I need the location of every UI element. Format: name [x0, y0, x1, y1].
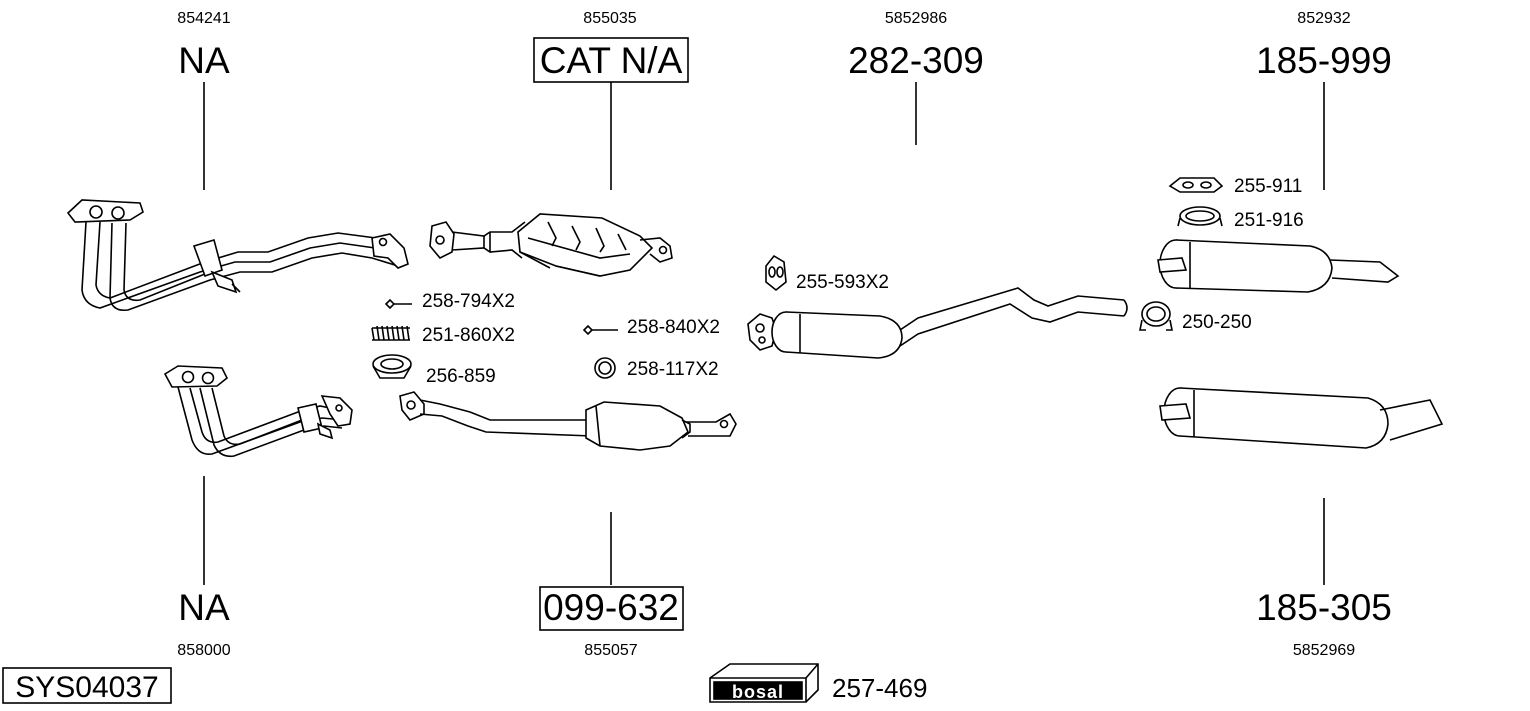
label-clamp-a: 251-916: [1234, 210, 1304, 231]
bolt-b-drawing: [582, 324, 618, 336]
label-gasket: 258-117X2: [627, 359, 719, 380]
spring-drawing: [371, 325, 410, 341]
rubber-mount-drawing: [765, 254, 787, 292]
ref-852932: 852932: [1297, 10, 1350, 27]
catalyst-bottom-drawing: [399, 391, 737, 451]
label-hanger: 255-911: [1234, 176, 1302, 197]
label-middle-silencer: 282-309: [848, 40, 984, 81]
bolt-a-drawing: [384, 298, 412, 310]
ring-drawing: [372, 354, 412, 379]
manifold-top-drawing: [66, 199, 409, 312]
ref-858000: 858000: [177, 642, 230, 659]
label-box-cat-bottom: [539, 586, 684, 631]
manifold-bottom-drawing: [163, 365, 353, 458]
rear-silencer-top-drawing: [1157, 239, 1400, 293]
middle-silencer-drawing: [747, 287, 1128, 359]
label-ring: 256-859: [426, 366, 496, 387]
system-id-box: [2, 667, 172, 704]
ref-5852986: 5852986: [885, 10, 947, 27]
label-rear-silencer-top: 185-999: [1256, 40, 1392, 81]
label-manifold-top: NA: [178, 40, 230, 81]
system-id: SYS04037: [15, 671, 158, 704]
bosal-logo-text: bosal: [732, 682, 784, 702]
label-spring: 251-860X2: [422, 325, 515, 346]
label-manifold-bottom: NA: [178, 587, 230, 628]
label-clamp-b: 250-250: [1182, 312, 1252, 333]
rear-silencer-bottom-drawing: [1159, 387, 1444, 449]
ref-855057: 855057: [584, 642, 637, 659]
label-rear-silencer-bottom: 185-305: [1256, 587, 1392, 628]
catalyst-top-drawing: [429, 213, 673, 277]
hanger-drawing: [1168, 177, 1224, 193]
label-rubber-mount: 255-593X2: [796, 272, 889, 293]
label-bolt-a: 258-794X2: [422, 291, 515, 312]
logo-code: 257-469: [832, 673, 927, 703]
ref-5852969: 5852969: [1293, 642, 1355, 659]
label-cat-bottom: 099-632: [543, 587, 679, 628]
label-cat-top: CAT N/A: [540, 40, 683, 81]
ref-855035: 855035: [583, 10, 636, 27]
clamp-b-drawing: [1139, 301, 1173, 331]
clamp-a-drawing: [1177, 206, 1223, 227]
ref-854241: 854241: [177, 10, 230, 27]
bosal-logo: bosal: [709, 663, 819, 703]
label-bolt-b: 258-840X2: [627, 317, 720, 338]
gasket-drawing: [594, 357, 616, 379]
